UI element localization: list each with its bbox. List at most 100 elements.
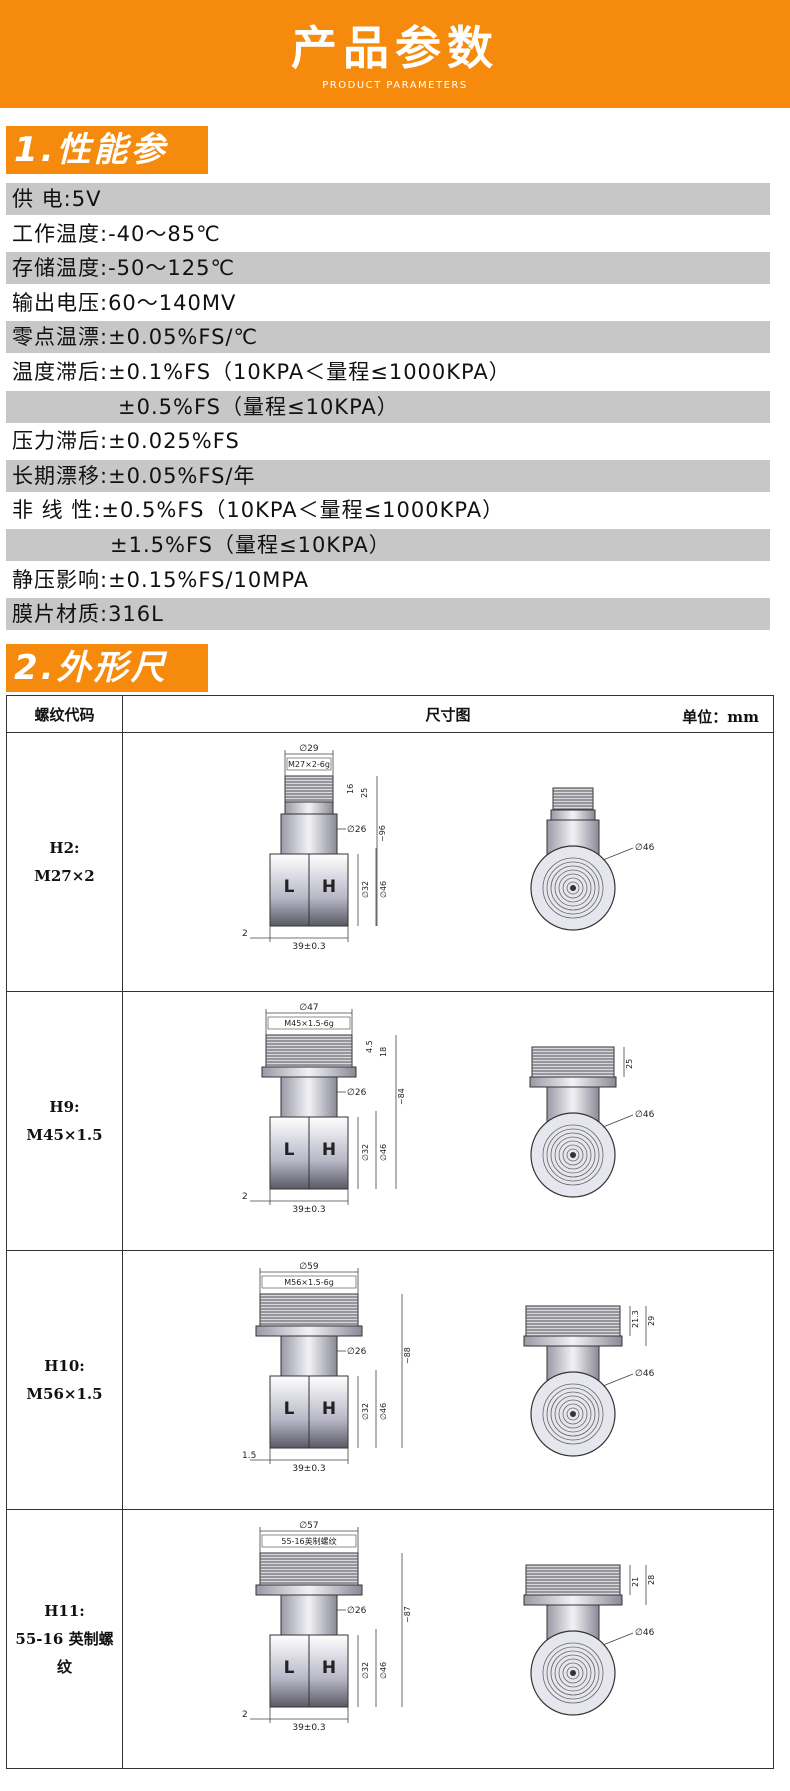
thread-code: H11: [44,1602,85,1620]
thread-spec: M27×2 [34,867,95,885]
thread-code-cell: H11: 55-16 英制螺 纹 [6,1509,123,1769]
thread-spec: M45×1.5 [26,1126,103,1144]
neck [280,1335,338,1377]
port-label-h: H [322,1658,336,1678]
dim-thread-diameter: ∅29 [299,744,319,754]
thread-code-cell: H10: M56×1.5 [6,1250,123,1510]
dim-neck-diameter: ∅26 [347,825,367,835]
dim-d46: ∅46 [379,1144,388,1161]
dim-thread-spec: M45×1.5-6g [284,1019,334,1028]
spec-text: ±1.5%FS（量程≤10KPA） [110,532,391,557]
page-title: 产品参数 [291,21,499,75]
dim-total-length: ~87 [403,1606,412,1623]
thread-code: H10: [44,1357,85,1375]
spec-text: 存储温度:-50～125℃ [12,256,236,281]
spec-text: 静压影响:±0.15%FS/10MPA [12,567,310,592]
dim-d2: 18 [379,1047,388,1057]
spec-text: 输出电压:60～140MV [12,290,237,315]
thread-code-cell: H9: M45×1.5 [6,991,123,1251]
dim-total-length: ~96 [378,825,387,842]
section-title-performance: 1.性能参数 [6,126,208,218]
spec-row: 压力滞后:±0.025%FS [6,425,770,458]
flange [255,1325,363,1337]
dim-thread-diameter: ∅57 [299,1521,318,1531]
dim-left-offset: 2 [242,1710,248,1720]
thread-spec-cont: 纹 [56,1658,72,1676]
unit-label: 单位：mm [682,708,759,726]
dim-neck-diameter: ∅26 [347,1606,367,1616]
spec-row: 供 电:5V [6,183,770,215]
neck [280,1594,338,1636]
port-label-h: H [322,1399,336,1419]
thread-section [259,1293,359,1327]
thread-section [259,1552,359,1586]
dim-left-offset: 1.5 [242,1451,256,1461]
spec-list: 供 电:5V 工作温度:-40～85℃ 存储温度:-50～125℃ 输出电压:6… [6,183,770,633]
col-header-drawing: 尺寸图 单位：mm [122,695,774,733]
dim-side-diameter: ∅46 [635,843,655,853]
dim-total-length: ~84 [397,1088,406,1105]
dim-left-offset: 2 [242,1192,248,1202]
thread-section [284,775,334,803]
spec-row: 膜片材质:316L [6,598,770,631]
dim-body-width: 39±0.3 [292,1464,325,1474]
thread-spec: 55-16 英制螺 [15,1630,114,1648]
dim-body-width: 39±0.3 [292,1723,325,1733]
thread-section [265,1034,353,1068]
spec-row: 存储温度:-50～125℃ [6,252,770,285]
dim-left-offset: 2 [242,929,248,939]
dim-d46: ∅46 [379,1403,388,1420]
spec-row: 静压影响:±0.15%FS/10MPA [6,563,770,596]
side-view: ∅46 [530,787,655,931]
dim-d1: 4.5 [365,1040,374,1053]
dim-side-diameter: ∅46 [635,1110,655,1120]
spec-row: ±0.5%FS（量程≤10KPA） [6,390,770,423]
dim-side-diameter: ∅46 [635,1369,655,1379]
dim-d32: ∅32 [361,1144,370,1161]
thread-code: H9: [49,1098,80,1116]
dim-thread-spec: M27×2-6g [288,760,330,769]
thread-code: H2: [49,839,80,857]
neck [280,1076,338,1118]
port-label-l: L [284,1658,295,1678]
dim-side-thread: 25 [625,1059,634,1069]
port-label-l: L [284,877,295,897]
spec-row: 零点温漂:±0.05%FS/℃ [6,321,770,354]
spec-row: ±1.5%FS（量程≤10KPA） [6,528,770,561]
port-label-h: H [322,1140,336,1160]
dim-thread-spec: M56×1.5-6g [284,1278,334,1287]
dim-body-width: 39±0.3 [292,942,325,952]
col-header-drawing-label: 尺寸图 [425,705,471,724]
dim-thread-diameter: ∅59 [299,1262,319,1272]
dim-neck-diameter: ∅26 [347,1088,367,1098]
dim-side-thread: 21 [631,1577,640,1587]
spec-row: 工作温度:-40～85℃ [6,217,770,250]
side-view: ∅46 25 [529,1046,655,1198]
spec-text: 长期漂移:±0.05%FS/年 [12,463,256,488]
page-subtitle: PRODUCT PARAMETERS [322,80,468,91]
spec-text: 压力滞后:±0.025%FS [12,429,240,454]
header-banner: 产品参数 PRODUCT PARAMETERS [0,0,790,108]
dim-d46: ∅46 [379,1662,388,1679]
spec-text: ±0.5%FS（量程≤10KPA） [118,394,399,419]
spec-text: 温度滞后:±0.1%FS（10KPA＜量程≤1000KPA） [12,359,511,384]
dim-d32: ∅32 [361,1662,370,1679]
spec-text: 供 电:5V [12,187,102,211]
spec-row: 输出电压:60～140MV [6,286,770,319]
